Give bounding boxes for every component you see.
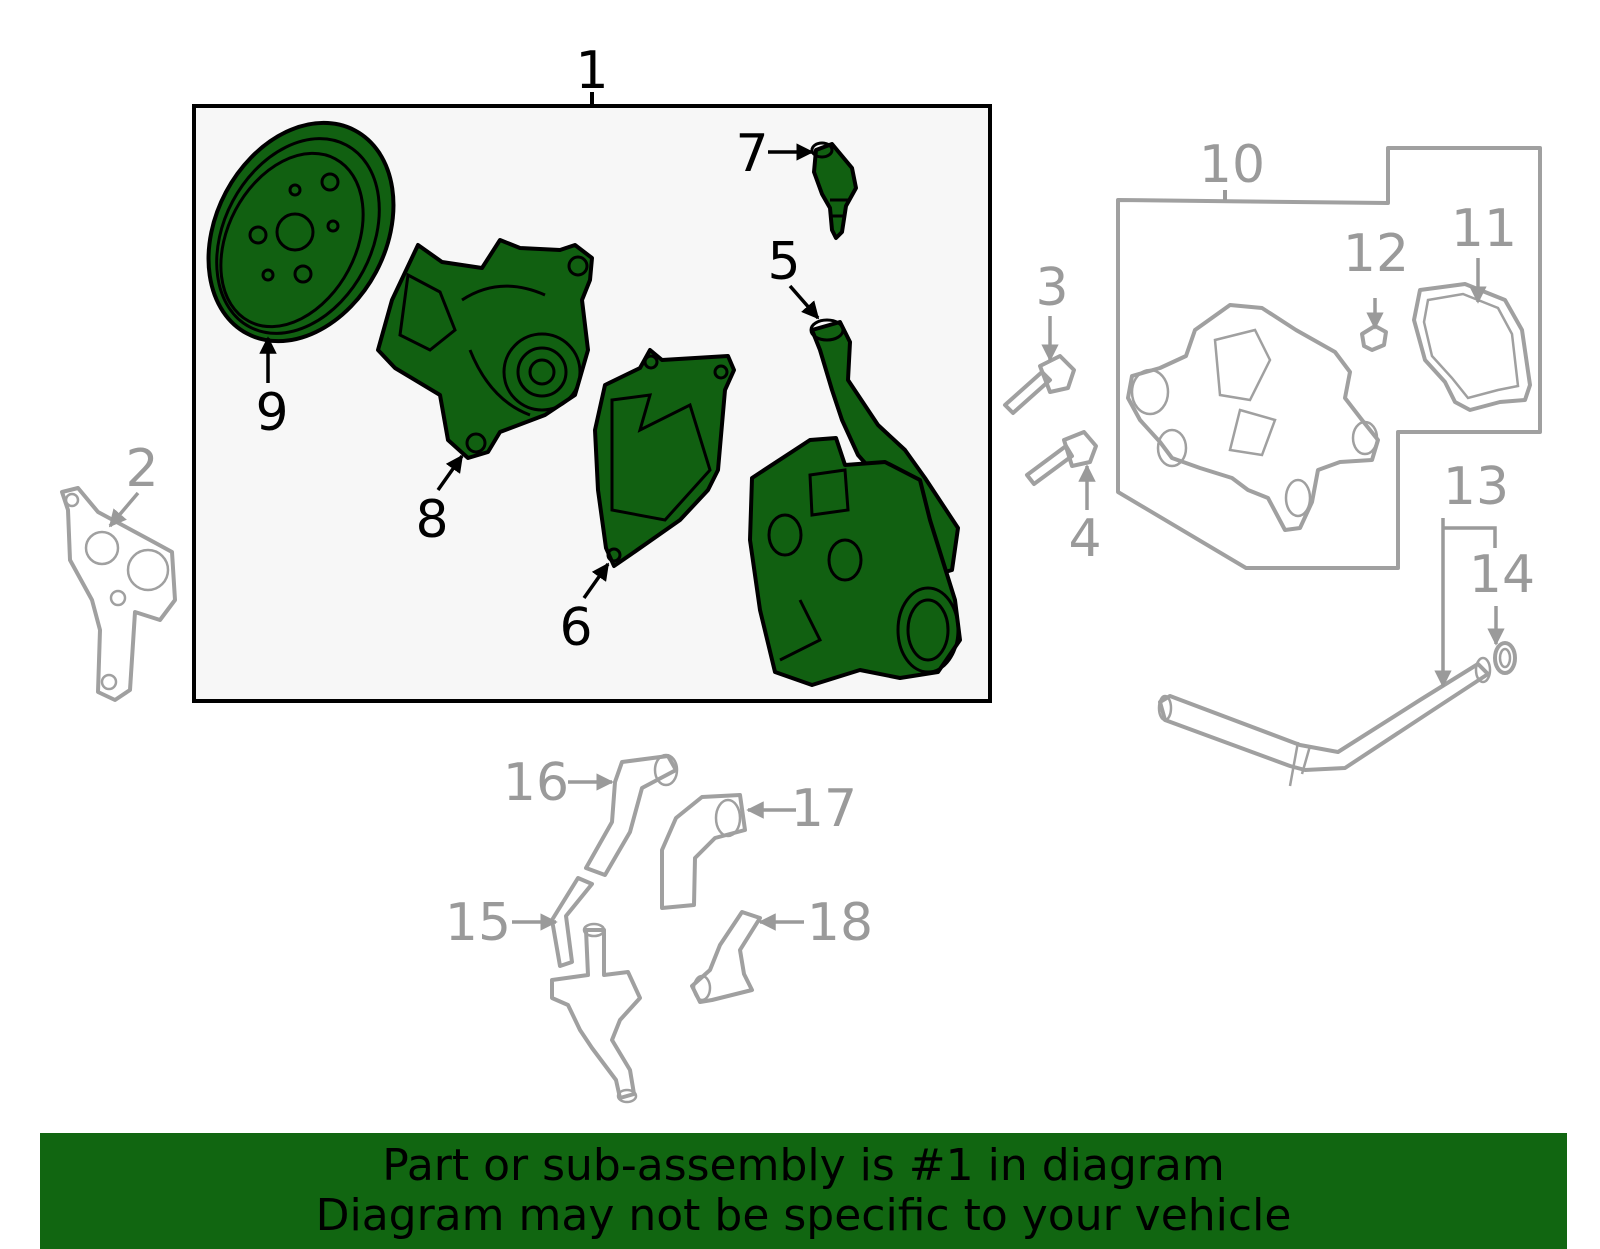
thermostat-assembly-part-10[interactable] [1116, 146, 1542, 570]
o-ring-part-14[interactable] [1493, 641, 1517, 675]
clip-part-12[interactable] [1360, 324, 1388, 352]
gasket-part-2[interactable] [60, 486, 177, 702]
bolt-part-4[interactable] [1025, 430, 1098, 486]
callout-2: 2 [125, 439, 158, 499]
callout-15: 15 [445, 893, 511, 953]
hose-part-15[interactable] [550, 876, 642, 1104]
callout-12: 12 [1343, 224, 1409, 284]
gasket-part-11[interactable] [1412, 282, 1532, 412]
hose-part-17[interactable] [660, 793, 747, 910]
leader-lines [108, 143, 1505, 931]
banner-line-2: Diagram may not be specific to your vehi… [315, 1190, 1292, 1241]
callout-17: 17 [791, 779, 857, 839]
hose-part-18[interactable] [690, 910, 762, 1004]
hose-part-16[interactable] [584, 753, 679, 877]
callout-9: 9 [255, 383, 288, 443]
callout-1: 1 [575, 41, 608, 101]
banner-line-1: Part or sub-assembly is #1 in diagram [382, 1140, 1225, 1191]
pulley-part-9[interactable] [172, 91, 430, 374]
fitting-part-7[interactable] [810, 141, 858, 240]
callout-16: 16 [503, 753, 569, 813]
pipe-part-13[interactable] [1157, 656, 1492, 787]
notice-banner: Part or sub-assembly is #1 in diagram Di… [40, 1133, 1567, 1249]
callout-3: 3 [1035, 258, 1068, 318]
callout-10: 10 [1199, 135, 1265, 195]
bolt-part-3[interactable] [1003, 354, 1076, 415]
callout-4: 4 [1068, 509, 1101, 569]
gasket-part-6[interactable] [593, 348, 736, 568]
water-outlet-housing-part-5[interactable] [748, 318, 962, 687]
callout-8: 8 [415, 490, 448, 550]
callout-11: 11 [1451, 199, 1517, 259]
callout-5: 5 [767, 232, 800, 292]
callout-7: 7 [735, 124, 768, 184]
callout-14: 14 [1469, 545, 1535, 605]
callout-6: 6 [559, 598, 592, 658]
callout-labels: 1 9 8 6 5 7 2 3 4 10 12 11 13 14 16 17 1… [125, 41, 1535, 953]
callout-13: 13 [1443, 457, 1509, 517]
callout-18: 18 [807, 893, 873, 953]
water-pump-part-8[interactable] [376, 238, 594, 460]
